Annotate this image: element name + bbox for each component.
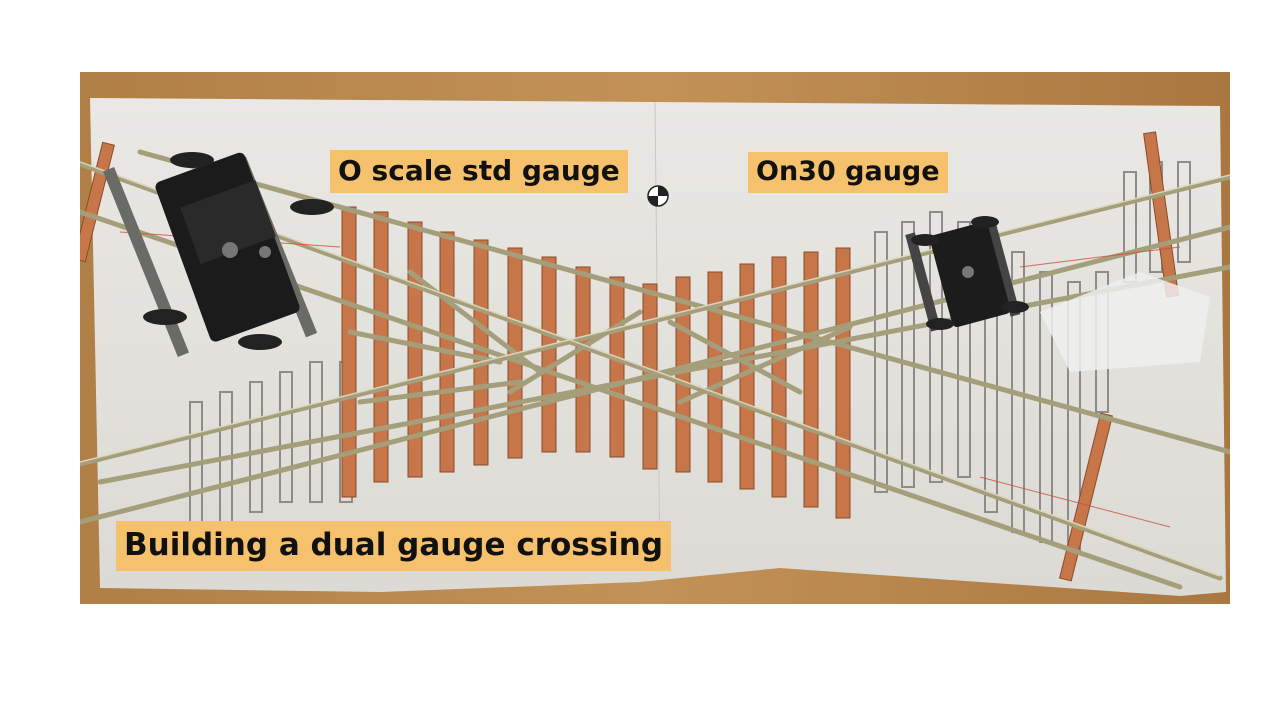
narrow-gauge-label: On30 gauge <box>748 152 948 193</box>
title-label: Building a dual gauge crossing <box>116 521 672 571</box>
standard-gauge-label: O scale std gauge <box>330 150 628 193</box>
registration-mark <box>647 185 669 207</box>
plastic-sheet <box>1040 272 1210 372</box>
std-gauge-truck <box>102 152 334 357</box>
on30-truck <box>905 216 1029 332</box>
track-photo <box>80 72 1230 604</box>
